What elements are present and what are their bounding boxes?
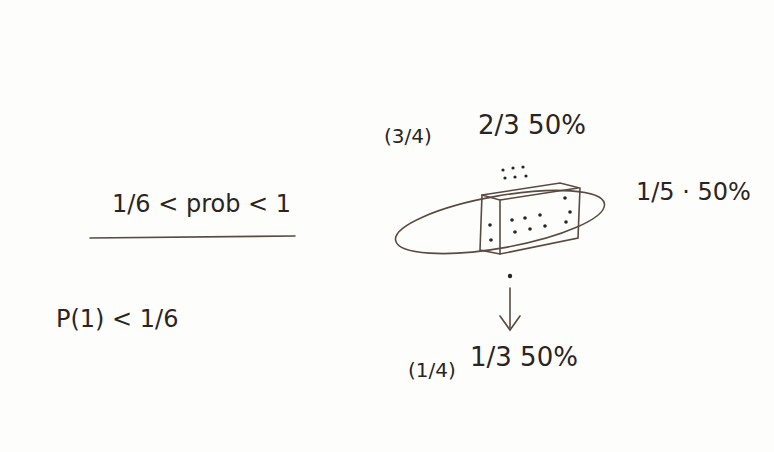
handwritten-note: (1/4) <box>408 358 456 382</box>
die-pips <box>488 165 572 278</box>
die-edge <box>500 188 578 200</box>
handwritten-note: 1/6 < prob < 1 <box>112 190 291 219</box>
handwritten-note: (3/4) <box>384 124 432 148</box>
die-body <box>480 183 580 254</box>
die-edge <box>482 195 500 254</box>
handwritten-note: 1/3 50% <box>470 342 578 373</box>
arrow-head <box>500 316 520 330</box>
divider-line <box>90 236 295 238</box>
handwritten-note: P(1) < 1/6 <box>56 305 178 334</box>
handwritten-note: 2/3 50% <box>478 110 586 141</box>
handwritten-note: 1/5 · 50% <box>636 178 751 207</box>
fall-arrow <box>509 288 511 328</box>
spin-orbit <box>391 178 609 266</box>
